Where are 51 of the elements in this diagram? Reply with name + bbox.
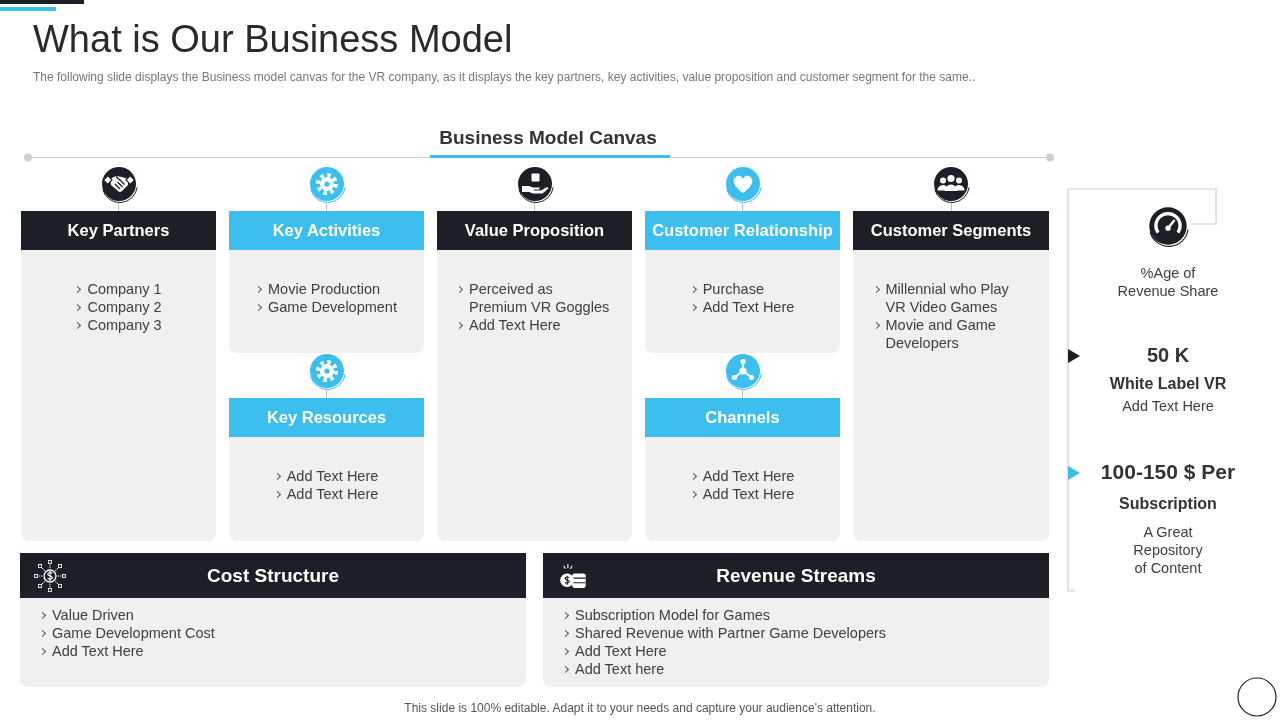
bullet-item: Game Development Cost	[40, 624, 215, 642]
section-header: Revenue Streams	[543, 553, 1049, 598]
canvas-card	[645, 211, 840, 353]
section-title: Business Model Canvas	[439, 126, 657, 149]
bullet-item: Shared Revenue with Partner Game Developers	[563, 624, 887, 642]
section-header: Key Activities	[229, 211, 424, 250]
bullet-item: Add Text Here	[690, 485, 795, 503]
canvas-card	[853, 211, 1049, 541]
bullet-item: Subscription Model for Games	[563, 606, 887, 624]
cost-revenue-card	[20, 553, 526, 687]
bullet-item: Add Text Here	[274, 467, 379, 485]
stat-title: White Label VR	[1109, 374, 1227, 393]
canvas-card	[229, 211, 424, 353]
bullet-item: Add Text Here	[690, 298, 795, 316]
section-header: Customer Relationship	[645, 211, 840, 250]
cost-revenue-card	[543, 553, 1049, 687]
canvas-card	[229, 398, 424, 541]
stat-note: Add Text Here	[1122, 398, 1214, 415]
stat-title: Subscription	[1119, 494, 1217, 513]
stat-value: 100-150 $ Per	[1100, 459, 1236, 484]
bullet-item: Purchase	[690, 280, 795, 298]
section-header: Value Proposition	[437, 211, 632, 250]
bullet-item: Add Text Here	[274, 485, 379, 503]
bullet-item: Company 3	[75, 316, 162, 334]
canvas-card	[21, 211, 216, 541]
bullet-item: Add Text here	[563, 660, 887, 678]
bullet-item: Movie and Game Developers	[873, 316, 1029, 352]
section-header: Channels	[645, 398, 840, 437]
footer-note: This slide is 100% editable. Adapt it to your needs and capture your audience's attention.	[404, 701, 876, 715]
bullet-item: Company 1	[75, 280, 162, 298]
section-header: Key Partners	[21, 211, 216, 250]
bullet-item: Company 2	[75, 298, 162, 316]
bullet-item: Add Text Here	[457, 316, 612, 334]
bullet-item: Movie Production	[256, 280, 397, 298]
bullet-item: Add Text Here	[40, 642, 215, 660]
stat-value: 50 K	[1146, 343, 1190, 367]
page-title: What is Our Business Model	[33, 17, 513, 61]
section-header: Customer Segments	[853, 211, 1049, 250]
subtitle: The following slide displays the Business model canvas for the VR company, as it displays the key partners, key activities, value proposition and customer segment for the same..	[33, 70, 976, 84]
bullet-item: Game Development	[256, 298, 397, 316]
section-header: Key Resources	[229, 398, 424, 437]
panel-label: %Age of Revenue Share	[1116, 264, 1220, 300]
bullet-item: Perceived as Premium VR Goggles	[457, 280, 612, 316]
bullet-item: Millennial who Play VR Video Games	[873, 280, 1029, 316]
bullet-item: Value Driven	[40, 606, 215, 624]
bullet-item: Add Text Here	[690, 467, 795, 485]
stat-note: A Great Repository of Content	[1132, 523, 1204, 577]
section-header: Cost Structure	[20, 553, 526, 598]
canvas-card	[437, 211, 632, 541]
bullet-item: Add Text Here	[563, 642, 887, 660]
canvas-card	[645, 398, 840, 541]
